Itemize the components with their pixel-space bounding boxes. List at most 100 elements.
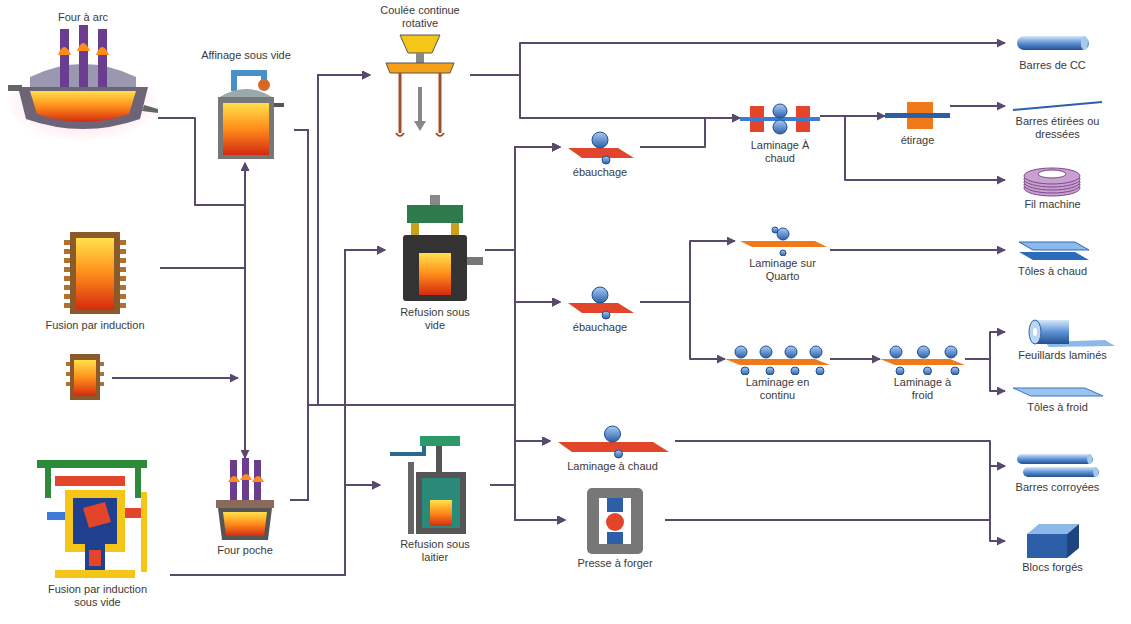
flow-arrow bbox=[485, 250, 550, 441]
small-induction-furnace bbox=[66, 354, 238, 400]
rough-icon bbox=[560, 130, 640, 165]
process-node: Tôles à froid bbox=[1005, 382, 1110, 415]
process-node: Presse à forger bbox=[565, 486, 665, 571]
flow-arrow bbox=[485, 250, 565, 520]
plates-icon bbox=[1005, 236, 1100, 264]
flow-arrow bbox=[965, 359, 1005, 391]
node-label: Fusion par induction sous vide bbox=[39, 583, 157, 609]
process-node: Refusion sous vide bbox=[385, 195, 485, 333]
flow-arrow bbox=[485, 147, 560, 250]
node-label: Four à arc bbox=[58, 11, 108, 24]
node-label: Presse à forger bbox=[577, 557, 652, 570]
cont-icon bbox=[725, 343, 830, 375]
flow-arrow bbox=[290, 147, 560, 500]
node-label: Coulée continue rotative bbox=[372, 4, 468, 30]
process-node: Fusion par induction bbox=[30, 228, 160, 333]
process-node: Tôles à chaud bbox=[1005, 236, 1100, 279]
process-node: étirage bbox=[885, 98, 950, 148]
node-label: étirage bbox=[901, 134, 935, 147]
process-node: Laminage sur Quarto bbox=[735, 226, 830, 284]
flow-arrow bbox=[665, 466, 1005, 520]
process-node: Barres étirées ou dressées bbox=[1005, 98, 1110, 142]
esr-icon bbox=[380, 432, 490, 537]
block-icon bbox=[1005, 522, 1100, 560]
flow-arrow bbox=[950, 105, 1005, 107]
quarto-icon bbox=[735, 226, 830, 256]
flow-arrow bbox=[170, 302, 560, 575]
flow-arrow bbox=[170, 405, 565, 575]
process-node: Laminage à chaud bbox=[550, 424, 675, 474]
rough-icon bbox=[560, 285, 640, 320]
cc-icon bbox=[370, 31, 470, 141]
flow-arrow bbox=[830, 358, 880, 360]
node-label: Laminage en continu bbox=[739, 376, 817, 402]
process-node: Barres corroyées bbox=[1005, 452, 1110, 495]
process-node: Fil machine bbox=[1005, 162, 1100, 212]
vac-icon bbox=[198, 63, 294, 163]
sheet-icon bbox=[1005, 382, 1110, 400]
flow-arrow bbox=[490, 441, 550, 485]
flow-arrow bbox=[290, 302, 560, 500]
flow-arrow bbox=[294, 130, 565, 520]
process-node: Laminage À chaud bbox=[740, 100, 820, 166]
node-label: Laminage sur Quarto bbox=[743, 257, 823, 283]
flow-arrow bbox=[490, 147, 560, 485]
flow-arrow bbox=[490, 485, 565, 520]
stand-icon bbox=[740, 100, 820, 138]
process-node: ébauchage bbox=[560, 130, 640, 180]
process-node: Four poche bbox=[200, 458, 290, 558]
flow-arrow bbox=[294, 130, 550, 441]
flow-arrow bbox=[170, 75, 370, 575]
node-label: Blocs forgés bbox=[1022, 561, 1083, 574]
flow-arrow bbox=[170, 250, 385, 575]
node-label: Four poche bbox=[217, 544, 273, 557]
process-node: Refusion sous laitier bbox=[380, 432, 490, 565]
flow-arrow bbox=[244, 163, 246, 458]
strip-icon bbox=[1005, 316, 1120, 348]
node-label: Affinage sous vide bbox=[201, 49, 291, 62]
vr-icon bbox=[385, 195, 485, 305]
node-label: Feuillards laminés bbox=[1018, 349, 1107, 362]
flow-arrow bbox=[675, 441, 1005, 466]
process-node: Coulée continue rotative bbox=[370, 3, 470, 141]
bars-icon bbox=[1005, 452, 1110, 480]
flow-arrow bbox=[640, 118, 740, 147]
poche-icon bbox=[200, 458, 290, 543]
flow-arrow bbox=[470, 43, 1005, 75]
flow-arrow bbox=[490, 302, 560, 485]
node-label: Barres étirées ou dressées bbox=[1012, 115, 1104, 141]
ind-icon bbox=[30, 228, 160, 318]
flow-arrow bbox=[470, 75, 740, 118]
flow-arrow bbox=[290, 75, 370, 500]
process-node: Feuillards laminés bbox=[1005, 316, 1120, 363]
node-label: Tôles à chaud bbox=[1018, 265, 1087, 278]
rough-icon bbox=[550, 424, 675, 459]
flow-arrow bbox=[485, 250, 560, 302]
indv-icon bbox=[25, 452, 170, 582]
node-label: Fusion par induction bbox=[45, 319, 144, 332]
node-label: Fil machine bbox=[1024, 198, 1080, 211]
flow-arrow bbox=[160, 163, 245, 268]
bar-icon bbox=[1005, 28, 1100, 58]
flow-arrow bbox=[830, 249, 1005, 251]
flow-arrow bbox=[640, 302, 725, 359]
coil-icon bbox=[1005, 162, 1100, 197]
flow-arrow bbox=[294, 130, 560, 405]
process-node: Affinage sous vide bbox=[198, 48, 294, 163]
process-node: Blocs forgés bbox=[1005, 522, 1100, 575]
flow-arrow bbox=[170, 405, 550, 575]
flow-arrow bbox=[294, 75, 370, 405]
node-label: ébauchage bbox=[573, 166, 627, 179]
draw-icon bbox=[885, 98, 950, 133]
flow-arrow bbox=[965, 332, 1005, 359]
node-label: Laminage À chaud bbox=[744, 139, 816, 165]
node-label: Refusion sous laitier bbox=[389, 538, 481, 564]
process-node: Laminage à froid bbox=[880, 343, 965, 403]
flow-arrow bbox=[294, 130, 380, 485]
flow-arrow bbox=[665, 520, 1005, 541]
arc-icon bbox=[8, 25, 158, 140]
flow-arrow bbox=[294, 130, 560, 405]
node-label: Refusion sous vide bbox=[394, 306, 476, 332]
node-label: Laminage à froid bbox=[887, 376, 959, 402]
